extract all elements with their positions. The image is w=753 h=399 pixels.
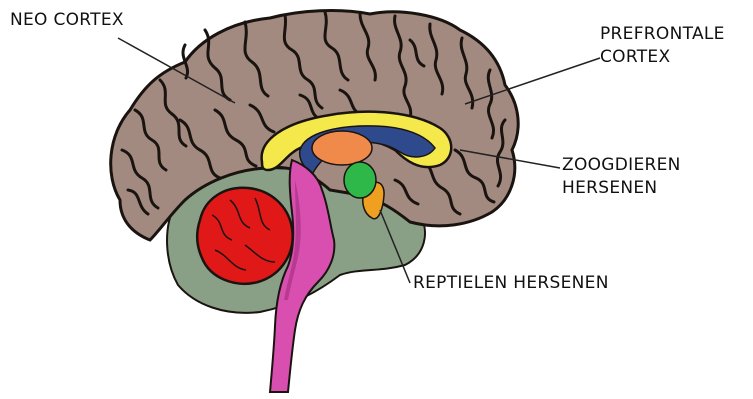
label-neo-cortex: NEO CORTEX — [10, 9, 124, 32]
label-prefrontale-line1: PREFRONTALE — [600, 23, 725, 46]
label-prefrontale-line2: CORTEX — [600, 46, 725, 69]
label-reptielen-text: REPTIELEN HERSENEN — [413, 272, 609, 295]
label-zoogdieren-line2: HERSENEN — [562, 177, 681, 200]
label-zoogdieren-hersenen: ZOOGDIEREN HERSENEN — [562, 154, 681, 200]
label-reptielen-hersenen: REPTIELEN HERSENEN — [413, 272, 609, 295]
hippocampus — [344, 162, 376, 198]
label-neo-cortex-text: NEO CORTEX — [10, 9, 124, 32]
label-zoogdieren-line1: ZOOGDIEREN — [562, 154, 681, 177]
thalamus — [312, 131, 372, 165]
label-prefrontale-cortex: PREFRONTALE CORTEX — [600, 23, 725, 69]
